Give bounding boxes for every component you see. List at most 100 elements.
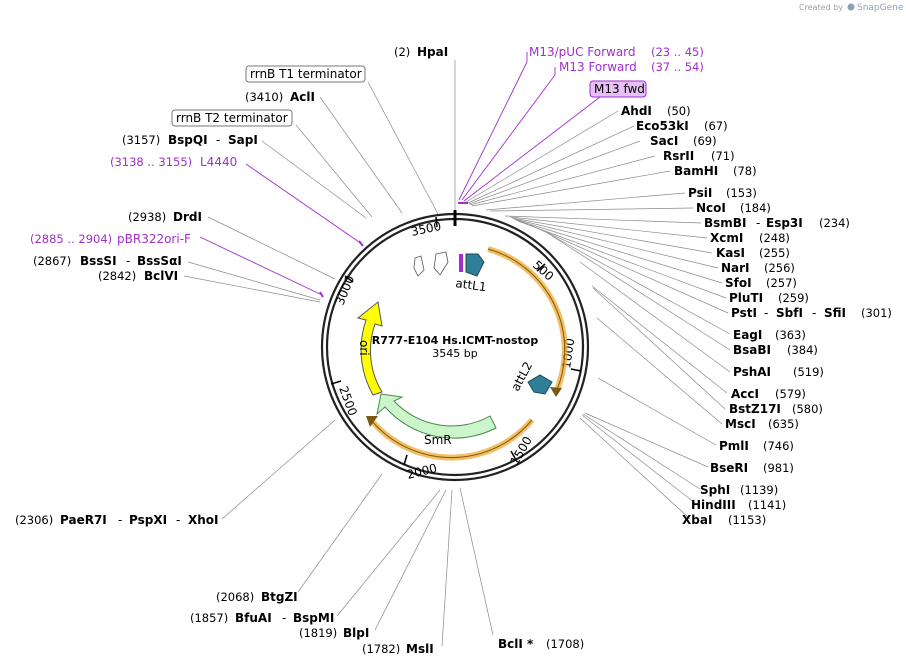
site-name: PstI [731, 306, 757, 320]
site-rsrii[interactable]: RsrII (71) [663, 149, 735, 163]
ori-feature: ori [356, 301, 383, 396]
site-position: (69) [693, 134, 717, 148]
ori-label: ori [357, 340, 371, 356]
primer-name: pBR322ori-F [117, 232, 191, 246]
site-kasi[interactable]: KasI (255) [716, 246, 790, 260]
primer-pbr322ori-f[interactable]: (2885 .. 2904) pBR322ori-F [30, 232, 191, 246]
site-eco53ki[interactable]: Eco53kI (67) [636, 119, 728, 133]
plasmid-length: 3545 bp [432, 347, 477, 360]
site-psti[interactable]: PstI - SbfI - SfiI (301) [731, 306, 892, 320]
primer-name: L4440 [200, 155, 237, 169]
site-position: (2068) [216, 590, 254, 604]
site-bcli[interactable]: BclI * (1708) [498, 637, 584, 651]
site-drdi[interactable]: (2938) DrdI [128, 210, 202, 224]
primer-leader-lines [199, 52, 601, 296]
site-separator: - [282, 611, 286, 625]
site-position: (2867) [33, 254, 71, 268]
site-name: XbaI [682, 513, 712, 527]
primer-m13-puc-forward[interactable]: M13/pUC Forward (23 .. 45) [529, 45, 704, 59]
orf-highlight [366, 246, 568, 461]
site-bseri[interactable]: BseRI (981) [710, 461, 794, 475]
site-position: (580) [792, 402, 823, 416]
site-name: SphI [700, 483, 730, 497]
site-bsmbi[interactable]: BsmBI - Esp3I (234) [704, 216, 850, 230]
smr-feature: SmR [376, 393, 497, 447]
tick-mark [344, 275, 354, 283]
site-hpai[interactable]: (2) HpaI [394, 45, 448, 59]
site-msci[interactable]: MscI (635) [725, 417, 799, 431]
site-name: XcmI [710, 231, 743, 245]
site-acci[interactable]: AccI (579) [731, 387, 806, 401]
site-position: (71) [711, 149, 735, 163]
site-position: (746) [763, 439, 794, 453]
site-bsssi[interactable]: (2867) BssSI - BssSαI [33, 254, 182, 268]
primer-l4440[interactable]: (3138 .. 3155) L4440 [110, 155, 237, 169]
site-xbai[interactable]: XbaI (1153) [682, 513, 766, 527]
site-position: (1141) [748, 498, 786, 512]
site-paer7i[interactable]: (2306) PaeR7I - PspXI - XhoI [15, 513, 219, 527]
site-msli[interactable]: (1782) MslI [362, 642, 434, 656]
site-name: SacI [650, 134, 678, 148]
site-name: KasI [716, 246, 745, 260]
feature-box [171, 109, 293, 127]
site-position: (2938) [128, 210, 166, 224]
site-bamhi[interactable]: BamHI (78) [674, 164, 757, 178]
site-bfuai[interactable]: (1857) BfuAI - BspMI [190, 611, 334, 625]
attl2-arrow [527, 374, 553, 395]
site-position: (255) [759, 246, 790, 260]
site-btgzi[interactable]: (2068) BtgZI [216, 590, 298, 604]
site-pmli[interactable]: PmlI (746) [719, 439, 794, 453]
site-saci[interactable]: SacI (69) [650, 134, 717, 148]
site-name: BsaBI [733, 343, 771, 357]
site-separator: - [764, 306, 768, 320]
tick-mark [570, 368, 582, 372]
primer-name: M13/pUC Forward [529, 45, 636, 59]
feature-rrnb-t1-terminator[interactable]: rrnB T1 terminator [245, 65, 366, 83]
site-name: BclVI [144, 269, 178, 283]
site-name: BspQI [168, 133, 208, 147]
primer-m13-fwd[interactable]: M13 fwd [589, 80, 647, 98]
feature-box [245, 65, 366, 83]
site-pluti[interactable]: PluTI (259) [729, 291, 809, 305]
site-bspqi[interactable]: (3157) BspQI - SapI [122, 133, 258, 147]
orf-arc-upper-outline [487, 248, 566, 393]
feature-name: rrnB T2 terminator [176, 111, 288, 125]
site-position: (384) [787, 343, 818, 357]
tick-mark [536, 263, 546, 272]
site-nari[interactable]: NarI (256) [721, 261, 795, 275]
site-blpi[interactable]: (1819) BlpI [299, 626, 369, 640]
tick-mark [403, 454, 408, 466]
site-position: (363) [775, 328, 806, 342]
site-bsabi[interactable]: BsaBI (384) [733, 343, 818, 357]
primer-position: (3138 .. 3155) [110, 155, 192, 169]
site-acli[interactable]: (3410) AclI [245, 90, 315, 104]
site-sphi[interactable]: SphI (1139) [700, 483, 778, 497]
ori-arrow [356, 301, 383, 396]
site-position: (1857) [190, 611, 228, 625]
rrnb-t2-terminator-marker [413, 255, 425, 277]
site-eagi[interactable]: EagI (363) [733, 328, 806, 342]
feature-name: rrnB T1 terminator [250, 67, 362, 81]
orf-arc-lower-outline [370, 419, 533, 459]
site-separator: - [176, 513, 180, 527]
site-ahdi[interactable]: AhdI (50) [621, 104, 691, 118]
site-name: Eco53kI [636, 119, 689, 133]
site-name: EagI [733, 328, 762, 342]
site-ncoi[interactable]: NcoI (184) [696, 201, 771, 215]
orf-arrowhead-upper [550, 387, 562, 397]
site-xcmi[interactable]: XcmI (248) [710, 231, 790, 245]
site-bstz17i[interactable]: BstZ17I (580) [729, 402, 823, 416]
site-pshai[interactable]: PshAI (519) [733, 365, 824, 379]
site-position: (184) [740, 201, 771, 215]
site-sfoi[interactable]: SfoI (257) [725, 276, 797, 290]
feature-rrnb-t2-terminator[interactable]: rrnB T2 terminator [171, 109, 293, 127]
tick-mark [435, 216, 438, 228]
site-psii[interactable]: PsiI (153) [688, 186, 757, 200]
site-bclvi[interactable]: (2842) BclVI [98, 269, 178, 283]
site-name-3: XhoI [188, 513, 219, 527]
attl1-label: attL1 [455, 276, 488, 294]
site-name: BlpI [343, 626, 369, 640]
site-hindiii[interactable]: HindIII (1141) [691, 498, 786, 512]
site-position: (519) [793, 365, 824, 379]
primer-m13-forward[interactable]: M13 Forward (37 .. 54) [559, 60, 704, 74]
